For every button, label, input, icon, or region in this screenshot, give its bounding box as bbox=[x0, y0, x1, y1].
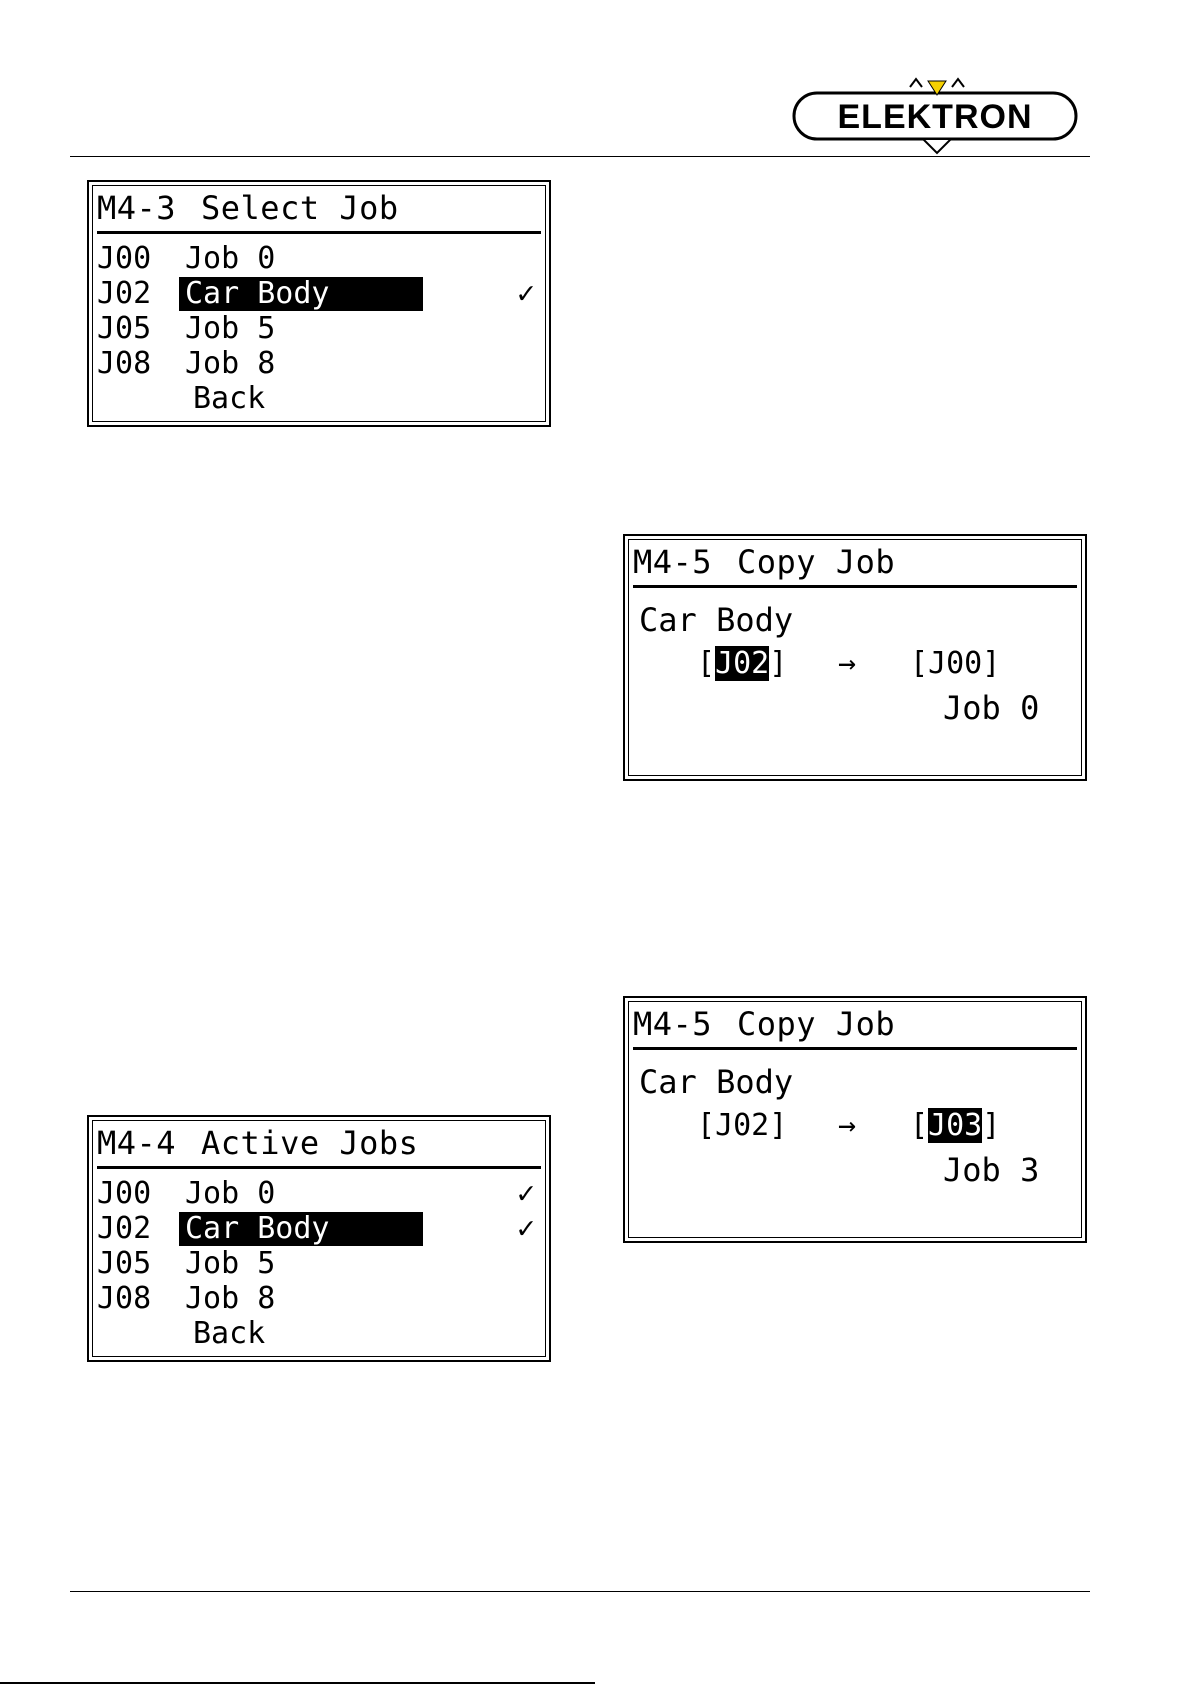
source-job-field[interactable]: [J02] bbox=[697, 644, 787, 684]
check-icon: ✓ bbox=[517, 1212, 535, 1246]
header-rule bbox=[70, 156, 1090, 157]
destination-job-field[interactable]: [J00] bbox=[910, 644, 1000, 684]
elektron-logo: ELEKTRON bbox=[790, 75, 1080, 155]
arrow-right-icon: → bbox=[838, 644, 856, 684]
job-row-j08[interactable]: J08 Job 8 bbox=[97, 1282, 537, 1316]
title-divider bbox=[97, 1166, 541, 1169]
job-name: Car Body bbox=[639, 600, 793, 640]
page-bottom-rule bbox=[0, 1682, 595, 1684]
title-divider bbox=[97, 231, 541, 234]
destination-job-name: Job 0 bbox=[943, 688, 1039, 728]
arrow-right-icon: → bbox=[838, 1106, 856, 1146]
job-row-j05[interactable]: J05 Job 5 bbox=[97, 1247, 537, 1281]
job-row-j00[interactable]: J00 Job 0 bbox=[97, 242, 537, 276]
back-button[interactable]: Back bbox=[193, 1317, 265, 1351]
job-row-j02-selected[interactable]: J02 Car Body ✓ bbox=[97, 1212, 537, 1246]
check-icon: ✓ bbox=[517, 277, 535, 311]
source-job-field[interactable]: [J02] bbox=[697, 1106, 787, 1146]
job-row-j08[interactable]: J08 Job 8 bbox=[97, 347, 537, 381]
job-name: Car Body bbox=[639, 1062, 793, 1102]
destination-job-name: Job 3 bbox=[943, 1150, 1039, 1190]
title-divider bbox=[633, 1047, 1077, 1050]
back-button[interactable]: Back bbox=[193, 382, 265, 416]
job-row-j05[interactable]: J05 Job 5 bbox=[97, 312, 537, 346]
job-row-j02-selected[interactable]: J02 Car Body ✓ bbox=[97, 277, 537, 311]
svg-text:ELEKTRON: ELEKTRON bbox=[838, 98, 1033, 136]
destination-job-field[interactable]: [J03] bbox=[910, 1106, 1000, 1146]
footer-rule bbox=[70, 1591, 1090, 1592]
job-row-j00[interactable]: J00 Job 0 ✓ bbox=[97, 1177, 537, 1211]
check-icon: ✓ bbox=[517, 1177, 535, 1211]
title-divider bbox=[633, 585, 1077, 588]
